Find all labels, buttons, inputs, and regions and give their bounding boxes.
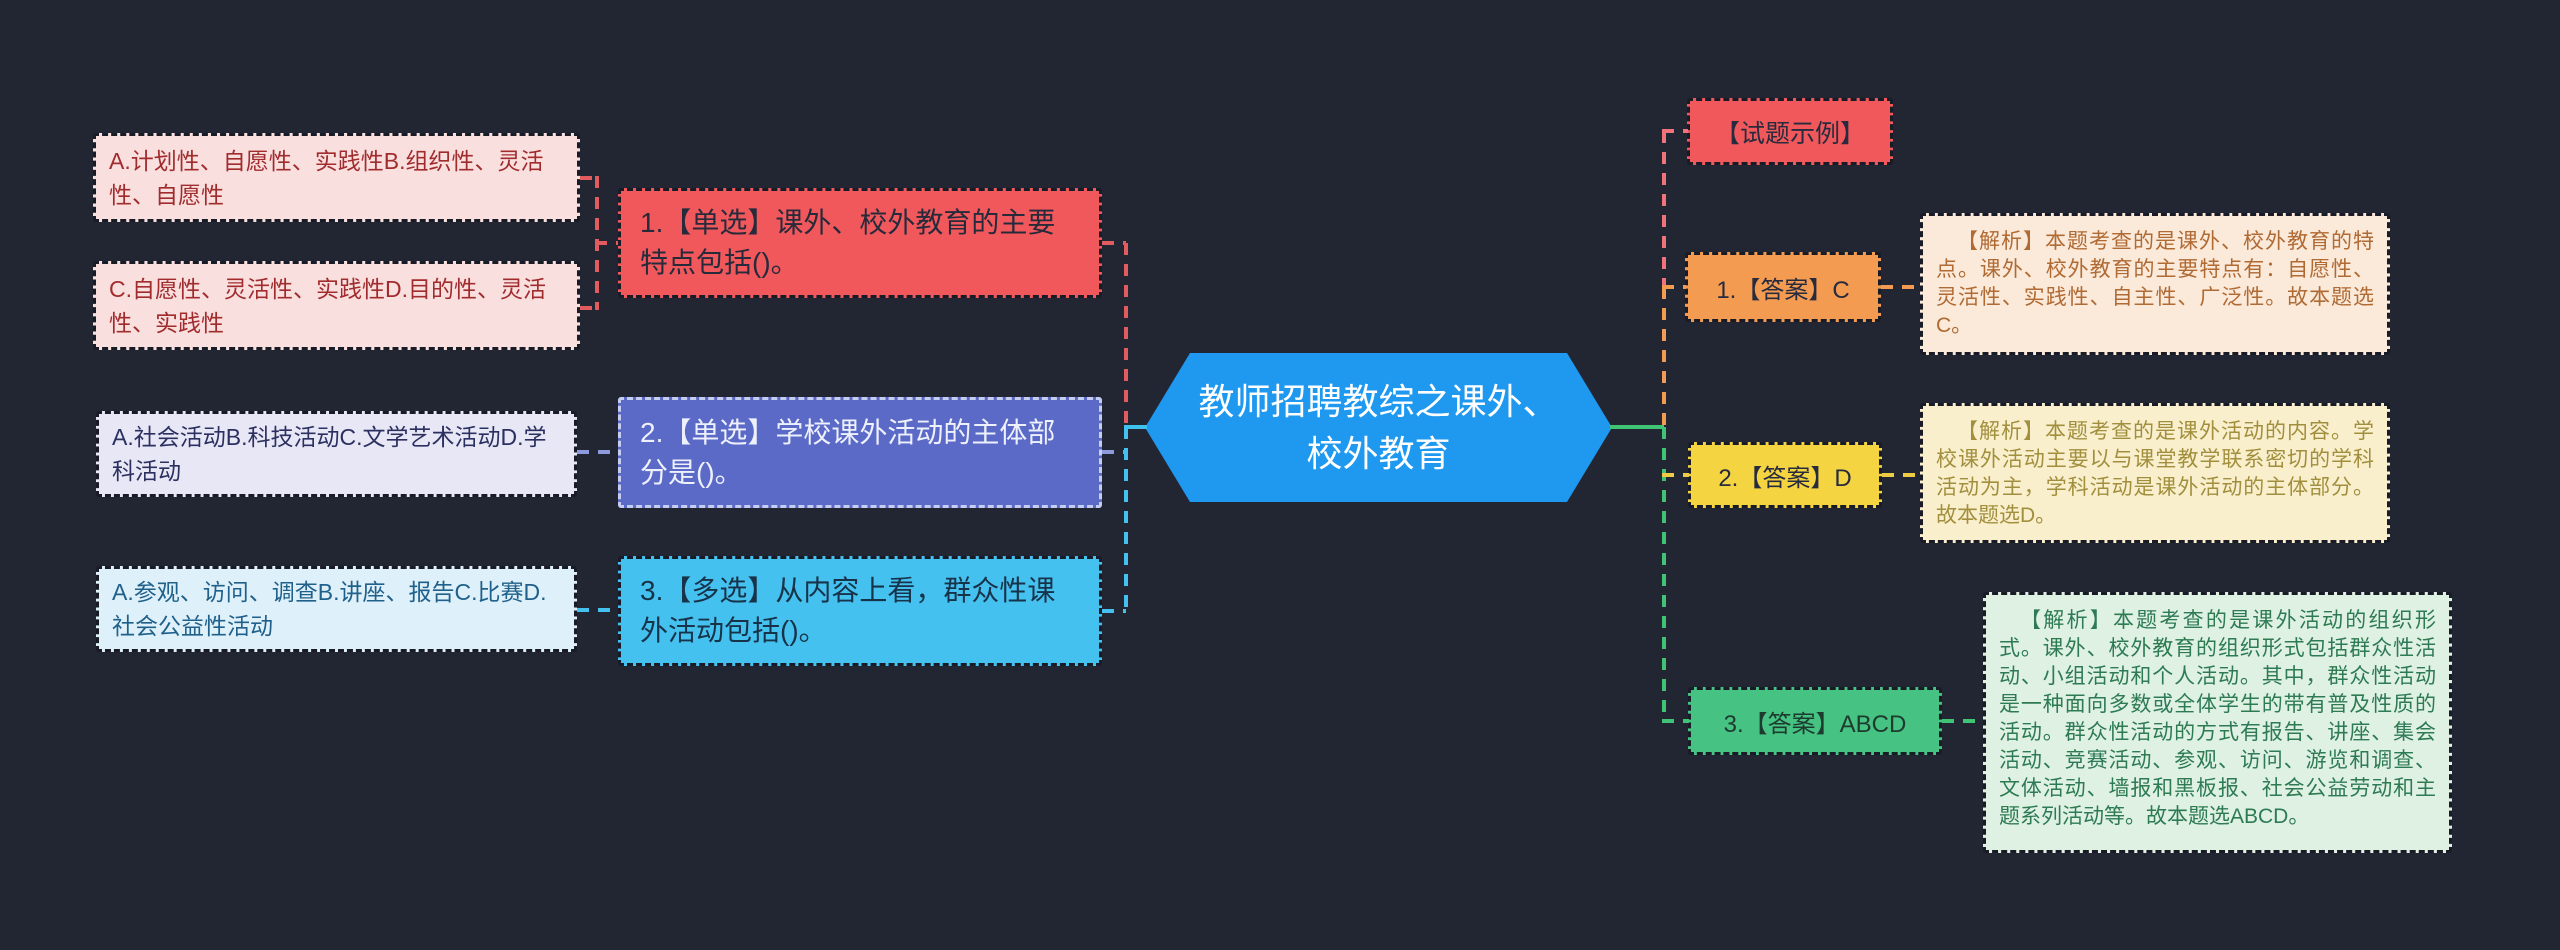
option-box-q3[interactable]: A.参观、访问、调查B.讲座、报告C.比赛D.社会公益性活动 xyxy=(96,566,577,652)
answer-node-2[interactable]: 2.【答案】D xyxy=(1688,442,1882,508)
explanation-box-3[interactable]: 【解析】本题考查的是课外活动的组织形式。课外、校外教育的组织形式包括群众性活动、… xyxy=(1983,592,2452,853)
answers-header-node[interactable]: 【试题示例】 xyxy=(1687,98,1893,165)
answer-text: 1.【答案】C xyxy=(1716,276,1850,304)
answer-node-3[interactable]: 3.【答案】ABCD xyxy=(1688,687,1942,755)
question-text: 3.【多选】从内容上看，群众性课外活动包括()。 xyxy=(640,575,1056,646)
answer-text: 3.【答案】ABCD xyxy=(1723,710,1907,738)
option-text: A.社会活动B.科技活动C.文学艺术活动D.学科活动 xyxy=(112,424,547,484)
connector-line xyxy=(577,450,618,454)
connector-line xyxy=(595,241,618,245)
connector-line xyxy=(1124,427,1128,611)
connector-line xyxy=(1881,285,1920,289)
option-box-q2[interactable]: A.社会活动B.科技活动C.文学艺术活动D.学科活动 xyxy=(96,411,577,497)
central-topic-title: 教师招聘教综之课外、校外教育 xyxy=(1198,380,1559,474)
connector-line xyxy=(1610,425,1664,429)
option-text: A.参观、访问、调查B.讲座、报告C.比赛D.社会公益性活动 xyxy=(112,579,547,639)
connector-line xyxy=(1102,241,1126,245)
answers-header-text: 【试题示例】 xyxy=(1714,119,1865,148)
answer-text: 2.【答案】D xyxy=(1718,464,1852,492)
connector-line xyxy=(1102,450,1126,454)
connector-line xyxy=(1662,285,1686,289)
connector-line xyxy=(1662,131,1666,287)
explanation-text: 【解析】本题考查的是课外、校外教育的特点。课外、校外教育的主要特点有：自愿性、灵… xyxy=(1936,230,2374,337)
explanation-box-2[interactable]: 【解析】本题考查的是课外活动的内容。学校课外活动主要以与课堂教学联系密切的学科活… xyxy=(1920,403,2390,543)
connector-line xyxy=(580,306,596,310)
connector-line xyxy=(1662,427,1666,723)
explanation-text: 【解析】本题考查的是课外活动的内容。学校课外活动主要以与课堂教学联系密切的学科活… xyxy=(1936,420,2374,527)
connector-line xyxy=(577,608,618,612)
question-text: 1.【单选】课外、校外教育的主要特点包括()。 xyxy=(640,207,1056,278)
question-node-2[interactable]: 2.【单选】学校课外活动的主体部分是()。 xyxy=(618,397,1102,508)
connector-line xyxy=(1662,129,1688,133)
answer-node-1[interactable]: 1.【答案】C xyxy=(1685,252,1881,322)
explanation-text: 【解析】本题考查的是课外活动的组织形式。课外、校外教育的组织形式包括群众性活动、… xyxy=(1999,609,2436,828)
option-box-q1-ab[interactable]: A.计划性、自愿性、实践性B.组织性、灵活性、自愿性 xyxy=(93,133,580,222)
connector-line xyxy=(1662,287,1666,427)
connector-line xyxy=(580,176,596,180)
connector-line xyxy=(1662,719,1689,723)
question-node-1[interactable]: 1.【单选】课外、校外教育的主要特点包括()。 xyxy=(618,188,1102,298)
connector-line xyxy=(1124,425,1147,429)
central-topic-node[interactable]: 教师招聘教综之课外、校外教育 xyxy=(1145,353,1612,502)
connector-line xyxy=(1102,609,1126,613)
option-box-q1-cd[interactable]: C.自愿性、灵活性、实践性D.目的性、灵活性、实践性 xyxy=(93,261,580,350)
connector-line xyxy=(1882,473,1920,477)
question-node-3[interactable]: 3.【多选】从内容上看，群众性课外活动包括()。 xyxy=(618,556,1102,666)
connector-line xyxy=(1662,473,1689,477)
connector-line xyxy=(1942,719,1983,723)
question-text: 2.【单选】学校课外活动的主体部分是()。 xyxy=(640,416,1056,488)
connector-line xyxy=(1124,243,1128,427)
explanation-box-1[interactable]: 【解析】本题考查的是课外、校外教育的特点。课外、校外教育的主要特点有：自愿性、灵… xyxy=(1920,213,2390,355)
option-text: A.计划性、自愿性、实践性B.组织性、灵活性、自愿性 xyxy=(109,147,544,208)
option-text: C.自愿性、灵活性、实践性D.目的性、灵活性、实践性 xyxy=(109,275,546,336)
